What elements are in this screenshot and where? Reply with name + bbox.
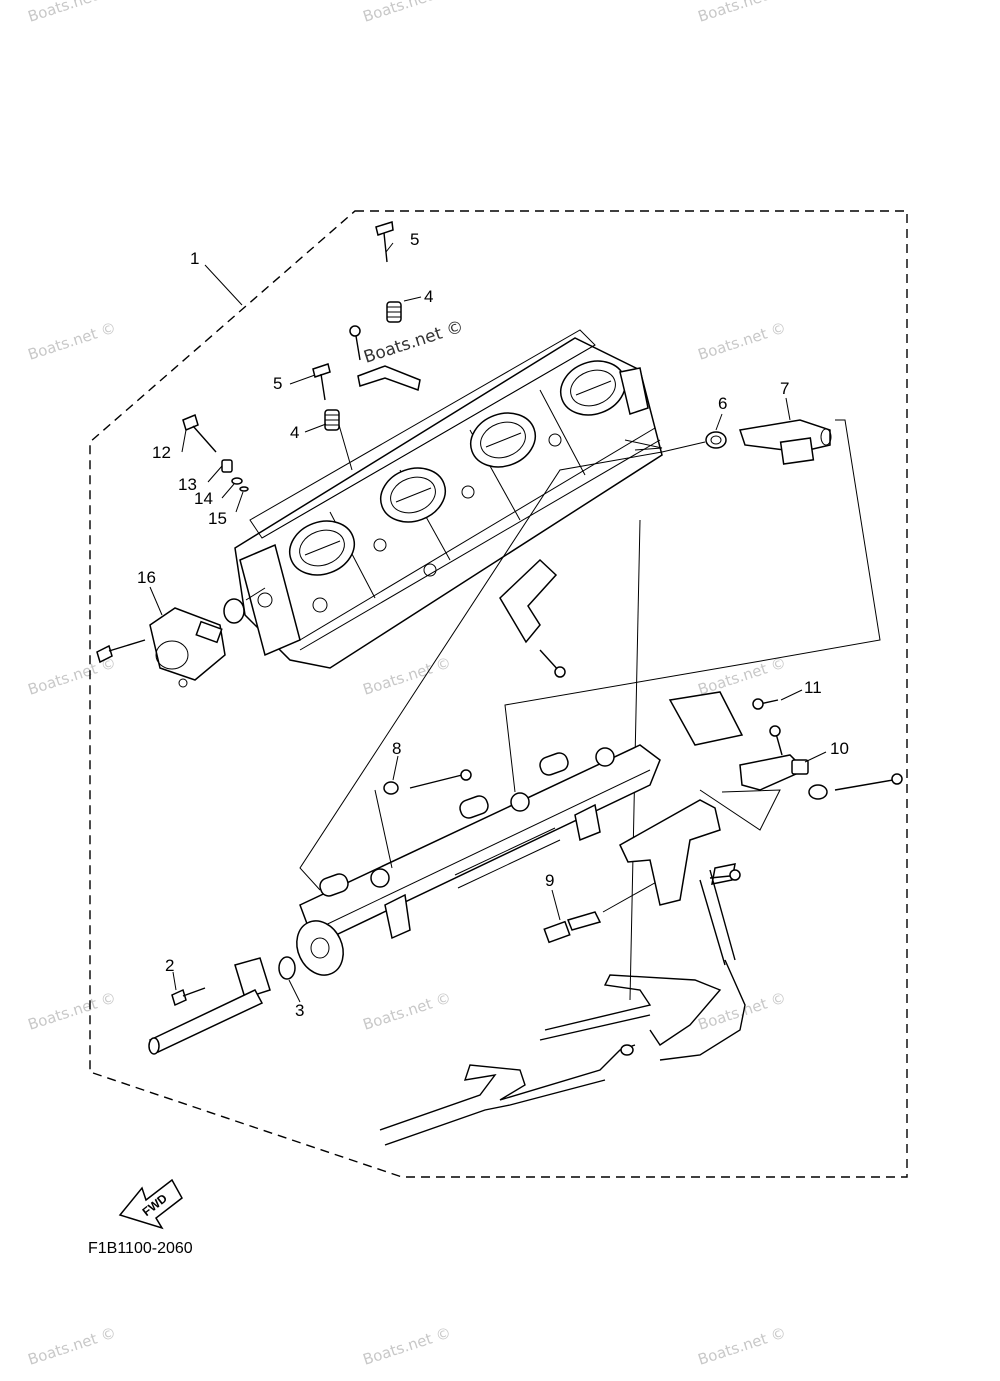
- callout-5: 5: [410, 230, 419, 249]
- watermark: Boats.net ©: [361, 0, 454, 26]
- fuel-inlet-pipe: [148, 957, 271, 1055]
- watermark: Boats.net ©: [26, 1323, 119, 1368]
- watermark-layer: Boats.net © Boats.net © Boats.net © Boat…: [26, 0, 789, 1369]
- adjust-screw-part-12: [182, 413, 217, 453]
- o-ring-part-15: [239, 486, 249, 492]
- watermark: Boats.net ©: [361, 988, 454, 1033]
- link-bracket: [349, 325, 421, 392]
- reference-line: [602, 879, 661, 913]
- watermark-center: Boats.net ©: [361, 317, 466, 368]
- o-ring-part-3: [278, 956, 296, 980]
- callout-4: 4: [290, 423, 299, 442]
- washer-part-14: [231, 477, 243, 485]
- reference-line: [299, 451, 663, 891]
- callout-16: 16: [137, 568, 156, 587]
- reference-line: [504, 419, 881, 793]
- vacuum-hose-upper: [539, 869, 746, 1061]
- bolt-part-2: [171, 987, 206, 1007]
- leader-lines: [149, 242, 827, 1003]
- watermark: Boats.net ©: [26, 0, 119, 26]
- callout-labels: 1 2 3 4 4 5 5 6 7 8 9 10 11 12 13 14 15 …: [137, 230, 849, 1020]
- throttle-body-assembly: [234, 329, 663, 669]
- spring-part-4: [386, 301, 402, 323]
- callout-7: 7: [780, 379, 789, 398]
- callout-14: 14: [194, 489, 213, 508]
- callout-2: 2: [165, 956, 174, 975]
- callout-12: 12: [152, 443, 171, 462]
- reference-line: [374, 789, 393, 869]
- leader-line: [338, 424, 353, 471]
- bolt-part-8: [383, 769, 472, 795]
- callout-6: 6: [718, 394, 727, 413]
- callout-5: 5: [273, 374, 282, 393]
- fuel-injector-part-7: [739, 419, 832, 465]
- sensor-o-ring: [223, 598, 245, 624]
- watermark: Boats.net ©: [696, 1323, 789, 1368]
- callout-11: 11: [804, 678, 822, 697]
- throttle-bore: [469, 412, 537, 468]
- watermark: Boats.net ©: [696, 0, 789, 26]
- watermark: Boats.net ©: [696, 988, 789, 1033]
- watermark: Boats.net ©: [361, 653, 454, 698]
- sensor-part-9: [543, 911, 602, 944]
- callout-8: 8: [392, 739, 401, 758]
- sensor-screw: [96, 639, 146, 664]
- callout-13: 13: [178, 475, 197, 494]
- callout-10: 10: [830, 739, 849, 758]
- throttle-position-sensor-part-16: [149, 607, 226, 688]
- throttle-bracket: [499, 558, 558, 644]
- throttle-bore: [288, 520, 356, 576]
- watermark: Boats.net ©: [26, 988, 119, 1033]
- spring-part-4: [324, 409, 340, 431]
- washer-part-6: [705, 431, 727, 449]
- bracket-part-11: [668, 691, 783, 756]
- callout-4: 4: [424, 287, 433, 306]
- callout-15: 15: [208, 509, 227, 528]
- watermark: Boats.net ©: [696, 653, 789, 698]
- reference-line: [624, 439, 663, 451]
- vacuum-hose-lower: [379, 1044, 636, 1146]
- callout-1: 1: [190, 249, 199, 268]
- pressure-sensor-part-10: [739, 754, 809, 791]
- callout-3: 3: [295, 1001, 304, 1020]
- watermark: Boats.net ©: [696, 318, 789, 363]
- screw-part-5: [375, 221, 394, 263]
- throttle-bore: [379, 467, 447, 523]
- screw-part-5: [312, 363, 331, 401]
- fuel-rail-assembly: [296, 744, 661, 976]
- bolt-part-10b: [808, 773, 903, 800]
- callout-9: 9: [545, 871, 554, 890]
- drawing-code: F1B1100-2060: [88, 1240, 193, 1257]
- fwd-arrow-icon: FWD: [118, 1178, 183, 1230]
- reference-line: [661, 441, 706, 453]
- watermark: Boats.net ©: [361, 1323, 454, 1368]
- assembly-boundary: [89, 210, 908, 1178]
- leader-line: [245, 587, 266, 601]
- spring-part-13: [221, 459, 233, 473]
- rail-mount-bracket: [619, 799, 741, 906]
- reference-line: [699, 789, 781, 831]
- watermark: Boats.net ©: [26, 318, 119, 363]
